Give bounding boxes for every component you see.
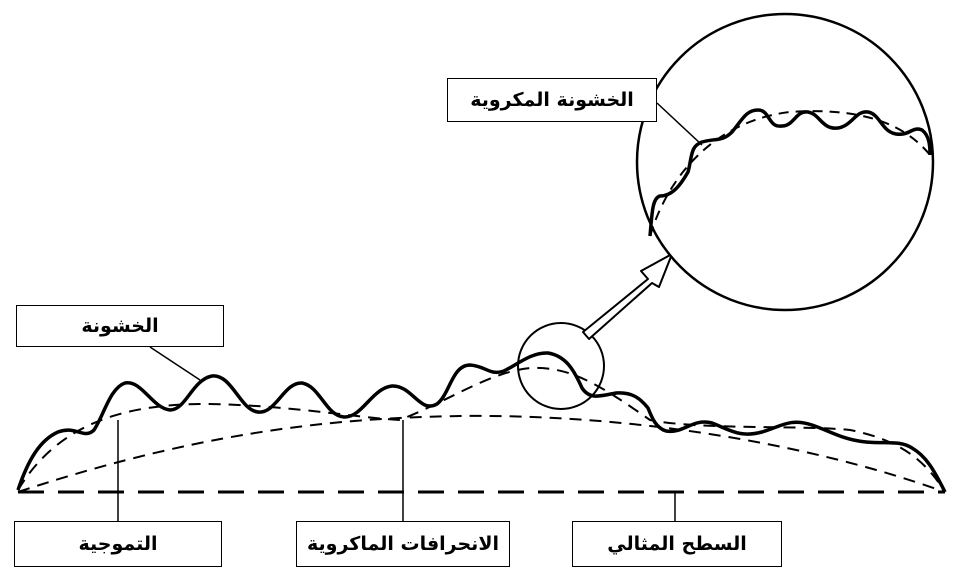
micro-roughness-label: الخشونة المكروية bbox=[447, 78, 657, 122]
magnified-waviness-curve bbox=[649, 110, 931, 237]
waviness-label-text: التموجية bbox=[78, 533, 158, 555]
ideal-surface-label-text: السطح المثالي bbox=[607, 533, 747, 555]
waviness-curve bbox=[17, 366, 946, 493]
roughness-label: الخشونة bbox=[16, 305, 224, 347]
zoom-region-circle bbox=[517, 322, 605, 410]
macro-deviations-label: الانحرافات الماكروية bbox=[296, 521, 510, 567]
macro-deviations-label-text: الانحرافات الماكروية bbox=[307, 533, 499, 555]
micro-roughness-profile bbox=[648, 108, 932, 237]
waviness-label: التموجية bbox=[14, 521, 222, 567]
magnified-view-circle bbox=[635, 12, 935, 312]
micro-roughness-label-text: الخشونة المكروية bbox=[470, 89, 634, 111]
micro-roughness-leader bbox=[656, 102, 703, 146]
ideal-surface-label: السطح المثالي bbox=[572, 521, 782, 567]
roughness-leader bbox=[149, 346, 201, 381]
roughness-profile bbox=[16, 351, 947, 493]
macro-deviation-curve bbox=[17, 414, 946, 493]
roughness-label-text: الخشونة bbox=[81, 315, 159, 337]
zoom-arrow bbox=[582, 253, 673, 340]
